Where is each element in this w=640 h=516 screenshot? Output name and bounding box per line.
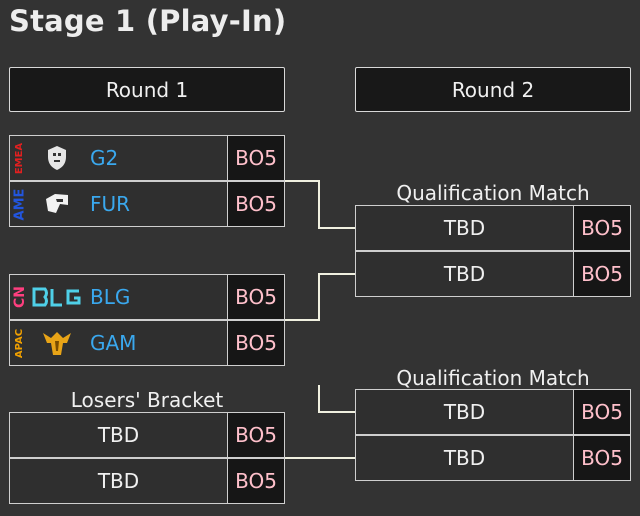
slot-team: TBD	[443, 400, 486, 424]
page-title: Stage 1 (Play-In)	[9, 4, 287, 38]
match-slot-blg[interactable]: CN BLG BO5	[9, 274, 285, 320]
qualification-slot[interactable]: TBD BO5	[355, 435, 631, 481]
team-name[interactable]: GAM	[90, 331, 137, 355]
slot-team: TBD	[443, 216, 486, 240]
match-format: BO5	[227, 321, 284, 365]
qualification-match-label: Qualification Match	[396, 181, 590, 205]
region-tag: CN	[12, 286, 28, 308]
region-tag: AME	[12, 188, 28, 220]
match-slot-gam[interactable]: APAC GAM BO5	[9, 320, 285, 366]
qualification-slot[interactable]: TBD BO5	[355, 205, 631, 251]
round-2-header: Round 2	[355, 67, 631, 112]
match-format: BO5	[573, 436, 630, 480]
gam-logo-icon	[30, 323, 84, 363]
round-1-header: Round 1	[9, 67, 285, 112]
qualification-slot[interactable]: TBD BO5	[355, 389, 631, 435]
qualification-match-label: Qualification Match	[396, 366, 590, 390]
connector-match2	[285, 273, 355, 321]
losers-bracket-label: Losers' Bracket	[70, 388, 224, 412]
qualification-slot[interactable]: TBD BO5	[355, 251, 631, 297]
match-format: BO5	[573, 390, 630, 434]
match-format: BO5	[227, 275, 284, 319]
blg-logo-icon	[30, 277, 84, 317]
slot-team: TBD	[443, 262, 486, 286]
region-tag: APAC	[14, 328, 26, 358]
match-slot-fur[interactable]: AME FUR BO5	[9, 181, 285, 227]
losers-bracket-slot[interactable]: TBD BO5	[9, 412, 285, 458]
match-format: BO5	[227, 182, 284, 226]
match-format: BO5	[573, 252, 630, 296]
connector-match1	[285, 180, 355, 229]
slot-team: TBD	[97, 423, 140, 447]
team-name[interactable]: BLG	[90, 285, 131, 309]
g2-logo-icon	[30, 138, 84, 178]
match-slot-g2[interactable]: EMEA G2 BO5	[9, 135, 285, 181]
region-tag: EMEA	[14, 142, 26, 174]
losers-bracket-slot[interactable]: TBD BO5	[9, 458, 285, 504]
team-name[interactable]: G2	[90, 146, 119, 170]
match-format: BO5	[573, 206, 630, 250]
match-format: BO5	[227, 459, 284, 503]
slot-team: TBD	[97, 469, 140, 493]
connector-losers-in	[318, 385, 355, 413]
fur-logo-icon	[30, 184, 84, 224]
slot-team: TBD	[443, 446, 486, 470]
team-name[interactable]: FUR	[90, 192, 131, 216]
match-format: BO5	[227, 136, 284, 180]
match-format: BO5	[227, 413, 284, 457]
